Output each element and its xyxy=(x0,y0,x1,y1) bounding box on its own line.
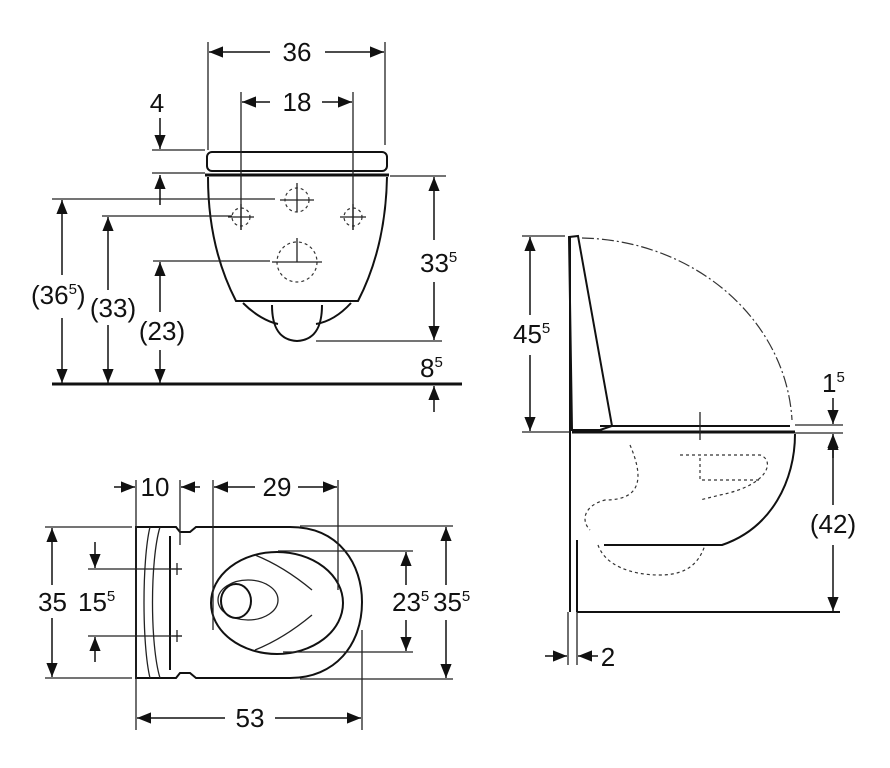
front-dimension-arrows xyxy=(56,46,440,412)
dim-wall-gap: 2 xyxy=(601,642,615,672)
dim-seat-thickness: 4 xyxy=(150,88,164,118)
dim-lid-height: 455 xyxy=(513,319,550,349)
dim-rear-width: 35 xyxy=(38,587,67,617)
side-outline xyxy=(567,234,840,613)
top-view: 10 29 35 155 235 355 53 xyxy=(38,472,470,733)
top-outline xyxy=(135,526,364,679)
dim-overall-length: 53 xyxy=(236,703,265,733)
front-view: 36 18 4 335 (365) (33) (23) 85 xyxy=(31,37,462,412)
dim-height-upper-hole: (365) xyxy=(31,280,86,310)
side-extension-lines xyxy=(522,235,843,665)
dim-bowl-height: 335 xyxy=(420,248,457,278)
dim-fixing-hole-spacing: 18 xyxy=(283,87,312,117)
dim-overall-width: 36 xyxy=(283,37,312,67)
front-holes xyxy=(228,183,366,283)
dim-bowl-opening-length: 29 xyxy=(263,472,292,502)
top-dimension-arrows xyxy=(46,481,452,724)
front-extension-lines xyxy=(52,42,462,386)
dim-fixing-spacing: 155 xyxy=(78,587,115,617)
side-view: 455 15 (42) 2 xyxy=(513,234,856,672)
dim-opening-width: 235 xyxy=(392,587,429,617)
side-dimension-arrows xyxy=(524,237,839,662)
top-extension-lines xyxy=(45,480,453,730)
dim-height-fixing-holes: (33) xyxy=(90,293,136,323)
front-outline xyxy=(205,151,389,343)
dim-height-outlet: (23) xyxy=(139,316,185,346)
dim-outlet-clearance: 85 xyxy=(420,353,443,383)
dim-rim-height: (42) xyxy=(810,509,856,539)
dim-overall-width-top: 355 xyxy=(433,587,470,617)
dim-rear-depth: 10 xyxy=(141,472,170,502)
dim-seat-gap: 15 xyxy=(822,368,845,398)
